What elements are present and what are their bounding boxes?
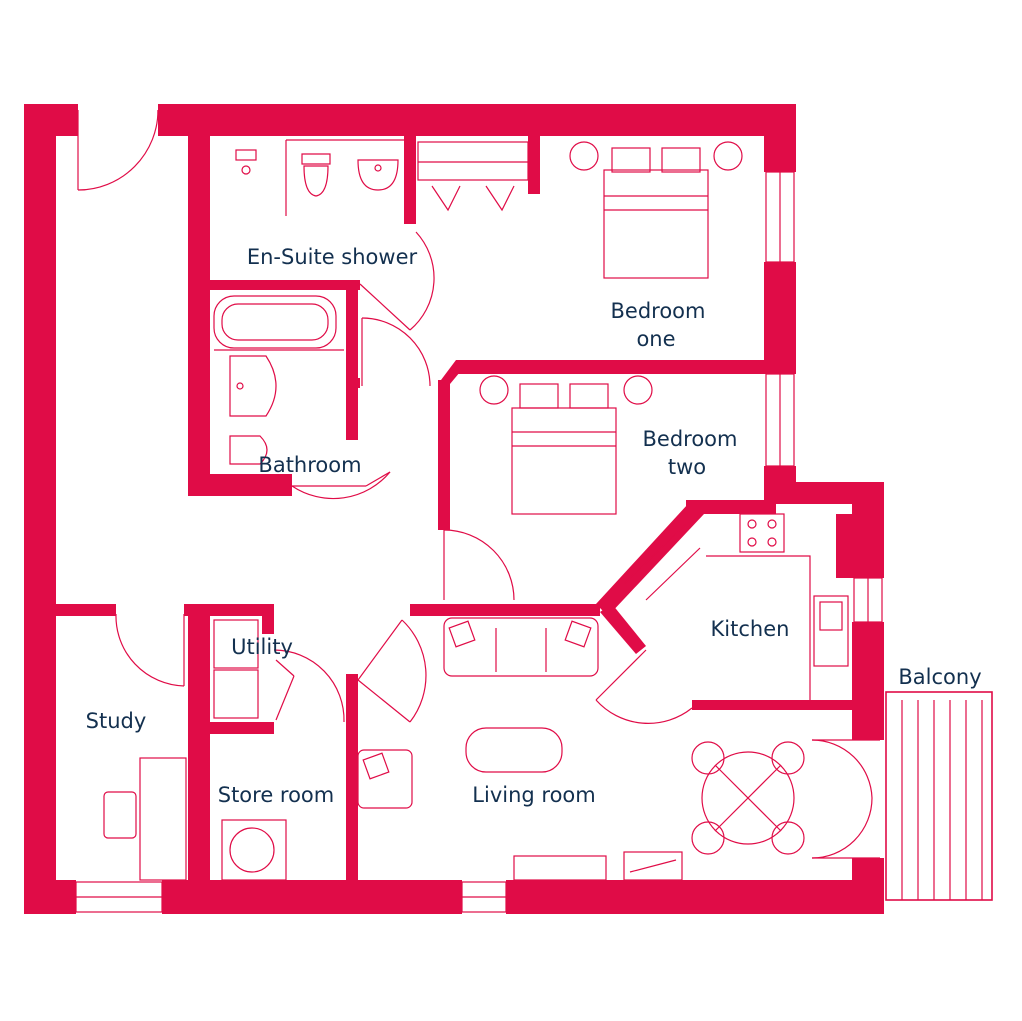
utility-label: Utility bbox=[231, 635, 293, 659]
bathroom-label: Bathroom bbox=[258, 453, 361, 477]
bedroom-one-label-line2: one bbox=[636, 327, 675, 351]
windows bbox=[75, 171, 883, 913]
ensuite-label: En-Suite shower bbox=[247, 245, 418, 269]
bedroom-two-label: Bedroom bbox=[643, 427, 738, 451]
kitchen-label: Kitchen bbox=[711, 617, 790, 641]
bedroom-two-label-line2: two bbox=[668, 455, 706, 479]
balcony-label: Balcony bbox=[898, 665, 981, 689]
fixtures bbox=[103, 139, 993, 901]
doors bbox=[77, 109, 880, 859]
bedroom-one-label: Bedroom bbox=[611, 299, 706, 323]
living-room-label: Living room bbox=[472, 783, 595, 807]
study-label: Study bbox=[86, 709, 147, 733]
store-room-label: Store room bbox=[218, 783, 335, 807]
walls bbox=[24, 104, 884, 914]
room-labels: En-Suite shower Bedroom one Bedroom two … bbox=[86, 245, 982, 807]
